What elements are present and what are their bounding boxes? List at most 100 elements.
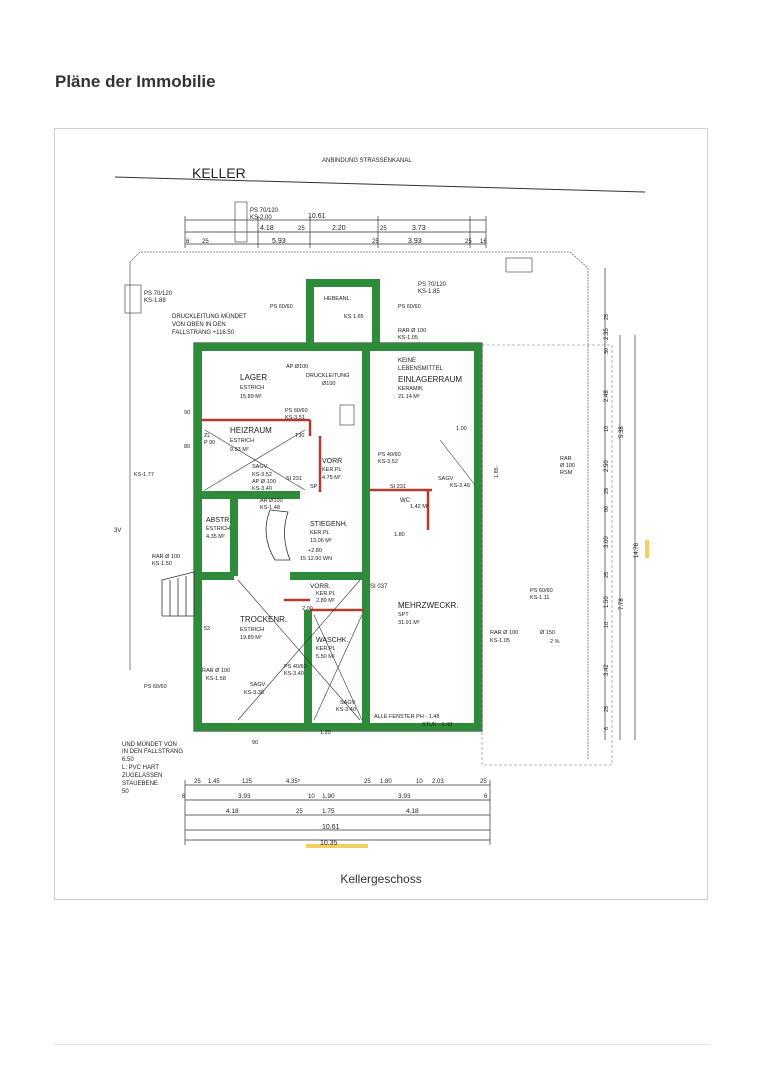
trockenr-area: 19.89 M² xyxy=(240,635,262,641)
left-ks: KS-1.88 xyxy=(144,298,166,304)
rar-100d: RAR Ø 100 xyxy=(490,630,518,636)
dim-right-b: 2.35 xyxy=(604,328,610,340)
right-dimension-lines xyxy=(604,268,636,740)
waschk-name: WASCHK. xyxy=(316,637,348,644)
rar-right-3: RSM xyxy=(560,470,573,476)
mehrzweckr-name: MEHRZWECKR. xyxy=(398,601,458,610)
note-5: ZUGELASSEN xyxy=(122,773,162,779)
note-1: UND MÜNDET VON xyxy=(122,741,177,748)
si-231b: SI 231 xyxy=(390,484,406,490)
abstr-floor: ESTRICH xyxy=(206,526,230,532)
ps-6060c: PS 60/60 xyxy=(144,684,167,690)
trockenr-floor: ESTRICH xyxy=(240,627,264,633)
footer-divider xyxy=(54,1044,708,1045)
ps-6060-lager: PS 60/60 xyxy=(285,408,308,414)
site-line xyxy=(114,176,646,193)
mehrzweckr-floor: SPT xyxy=(398,612,409,618)
floor-plan: KELLER ANBINDUNG STRASSENKANAL PS 70/120… xyxy=(114,158,649,848)
dim-right-p: 3.42 xyxy=(604,664,610,676)
stiegenh-area: 13.06 M² xyxy=(310,538,332,544)
ps-4060: PS 40/60 xyxy=(378,452,401,458)
dim-top-g: 25 xyxy=(202,239,209,245)
zl-label: ZL xyxy=(204,433,210,439)
rar-100c: RAR Ø 100 xyxy=(202,668,230,674)
ks-150: KS-1.50 xyxy=(152,561,172,567)
top-note: ANBINDUNG STRASSENKANAL xyxy=(322,158,412,164)
ps-6060d: PS 60/60 xyxy=(530,588,553,594)
dim-top-overall: 10.61 xyxy=(308,213,326,220)
dim-right-l: 25 xyxy=(604,572,610,578)
rar-right-1: RAR xyxy=(560,456,572,462)
ap-100b: AP Ø 100 xyxy=(252,479,276,485)
dim-inner-d: 2.00 xyxy=(302,606,313,612)
stuk: STUK - 0.48 xyxy=(422,722,452,728)
alle-fenster: ALLE FENSTER PH - 1.48 xyxy=(374,714,439,720)
three-v: 3V xyxy=(114,528,121,534)
si-037: SI 037 xyxy=(370,584,388,590)
plan-heading: KELLER xyxy=(192,165,246,181)
red-walls xyxy=(202,418,432,612)
dim-bot-l: 10 xyxy=(308,794,315,800)
dim-bot-m: 1.90 xyxy=(322,793,335,800)
vorr2-name: VORR. xyxy=(310,583,331,590)
vorr-floor: KER.PL xyxy=(322,467,342,473)
dim-right-o: 10 xyxy=(604,622,610,628)
ks-105: KS-1.05 xyxy=(398,335,418,341)
dim-inner-a: 1.00 xyxy=(456,426,467,432)
plan-frame xyxy=(54,128,708,900)
outer-wall xyxy=(194,343,482,731)
einlagerraum-floor: KERAMIK xyxy=(398,386,423,392)
rar-right-2: Ø 100 xyxy=(560,463,575,469)
lager-name: LAGER xyxy=(240,373,267,382)
dim-right-c: 30 xyxy=(604,348,610,354)
dim-bot-p: 4.18 xyxy=(226,808,239,815)
einlagerraum-name: EINLAGERRAUM xyxy=(398,375,462,384)
note-4: L: PVC HART xyxy=(122,765,159,771)
dim-right-n: 7.78 xyxy=(619,598,625,610)
dim-inner-h: 1.20 xyxy=(320,730,331,736)
heizraum-area: 9.83 M² xyxy=(230,447,249,453)
note-7: 50 xyxy=(122,789,129,795)
slope: 2 % xyxy=(550,639,560,645)
d150: Ø 150 xyxy=(540,630,555,636)
heizraum-floor: ESTRICH xyxy=(230,438,254,444)
ks-340: KS-3.40 xyxy=(284,671,304,677)
rar-100: RAR Ø 100 xyxy=(398,328,426,334)
einlagerraum-area: 21.14 M² xyxy=(398,394,420,400)
dim-inner-c: 1.80 xyxy=(394,532,405,538)
dim-inner-b: 1.85 xyxy=(494,467,500,478)
ks-351: KS-3.51 xyxy=(285,415,305,421)
dim-right-h: 25 xyxy=(604,488,610,494)
dim-right-k: 14.76 xyxy=(634,542,640,558)
dim-bot-j: 6 xyxy=(182,794,186,800)
t30-label: T30 xyxy=(295,433,304,439)
si-231: SI 231 xyxy=(286,476,302,482)
ks-338: KS-3.38 xyxy=(244,690,264,696)
dim-right-d: 2.48 xyxy=(604,390,610,402)
ar-100: AR Ø100 xyxy=(260,498,283,504)
dim-right-g: 2.50 xyxy=(604,460,610,472)
vorr-name: VORR xyxy=(322,458,342,465)
dim-right-f: 10 xyxy=(604,426,610,432)
ks-111: KS-1.11 xyxy=(530,595,549,601)
dim-top-i: 25 xyxy=(372,239,379,245)
dim-bot-n: 3.93 xyxy=(398,793,411,800)
right-ks: KS-1.85 xyxy=(418,289,440,295)
note-6: STAUEBENE xyxy=(122,781,158,787)
abstr-name: ABSTR. xyxy=(206,517,231,524)
top-dimension-lines xyxy=(184,216,487,248)
ks-148: KS-1.48 xyxy=(260,505,280,511)
waschk-area: 5.50 M² xyxy=(316,654,335,660)
dim-bot-d: 4.35⁵ xyxy=(286,778,301,785)
mehrzweckr-area: 31.91 M² xyxy=(398,620,420,626)
ks-352b: KS-3.52 xyxy=(378,459,398,465)
vorr-area: 4.75 M² xyxy=(322,475,341,481)
top-ps: PS 70/120 xyxy=(250,208,279,214)
dim-right-r: 6 xyxy=(604,727,610,730)
trockenr-name: TROCKENR. xyxy=(240,615,287,624)
dim-top-h: 5.93 xyxy=(272,238,286,245)
dim-top-l: 16 xyxy=(480,239,487,245)
property-line xyxy=(129,251,589,760)
druckleitung-2: VON OBEN IN DEN xyxy=(172,322,226,328)
left-ps: PS 70/120 xyxy=(144,291,173,297)
